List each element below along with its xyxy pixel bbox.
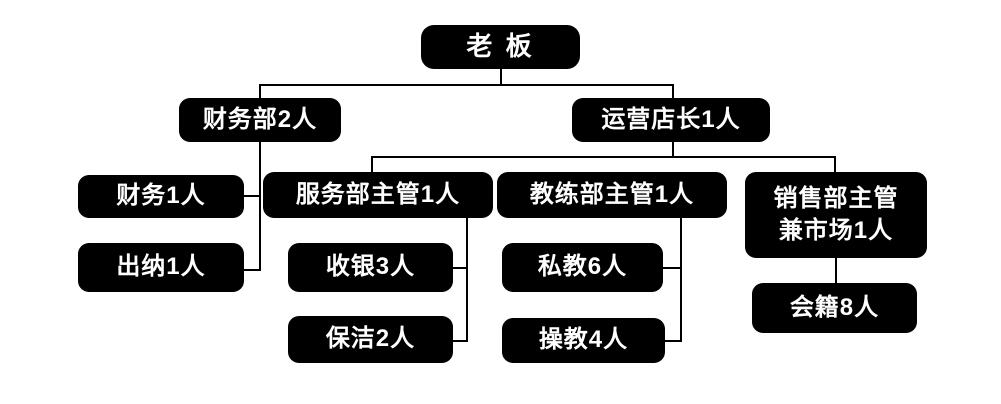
connector-service-trunk xyxy=(466,218,468,342)
org-node-checkout: 收银3人 xyxy=(288,243,453,292)
org-node-group-trainers: 操教4人 xyxy=(502,318,665,363)
org-node-cashier-staff: 出纳1人 xyxy=(78,243,244,292)
connector-drop-sales-sup xyxy=(834,156,836,173)
connector-boss-down xyxy=(500,69,502,86)
connector-stub-checkout xyxy=(453,267,468,269)
connector-stub-finance-staff xyxy=(244,195,261,197)
connector-stub-cashier-staff xyxy=(244,269,261,271)
connector-stub-personal-trainers xyxy=(663,267,682,269)
org-node-boss: 老 板 xyxy=(421,25,580,69)
connector-drop-finance-dept xyxy=(259,84,261,99)
org-node-membership: 会籍8人 xyxy=(752,283,917,333)
org-node-cleaning: 保洁2人 xyxy=(288,316,453,363)
org-node-personal-trainers: 私教6人 xyxy=(502,243,663,292)
connector-level2-horizontal xyxy=(259,84,674,86)
org-node-coach-supervisor: 教练部主管1人 xyxy=(497,172,727,218)
connector-drop-service-sup xyxy=(371,156,373,173)
connector-drop-ops-manager xyxy=(672,84,674,99)
org-node-finance-staff: 财务1人 xyxy=(78,175,244,218)
org-node-finance-dept: 财务部2人 xyxy=(179,98,341,142)
connector-finance-trunk xyxy=(259,142,261,271)
connector-ops-down xyxy=(672,142,674,158)
connector-coach-trunk xyxy=(680,218,682,342)
org-node-sales-supervisor: 销售部主管 兼市场1人 xyxy=(745,172,927,258)
connector-level3-horizontal xyxy=(371,156,836,158)
org-node-service-supervisor: 服务部主管1人 xyxy=(263,172,493,218)
connector-stub-cleaning xyxy=(453,340,468,342)
connector-stub-group-trainers xyxy=(665,340,682,342)
org-node-ops-manager: 运营店长1人 xyxy=(572,98,770,142)
connector-sales-down xyxy=(835,258,837,283)
